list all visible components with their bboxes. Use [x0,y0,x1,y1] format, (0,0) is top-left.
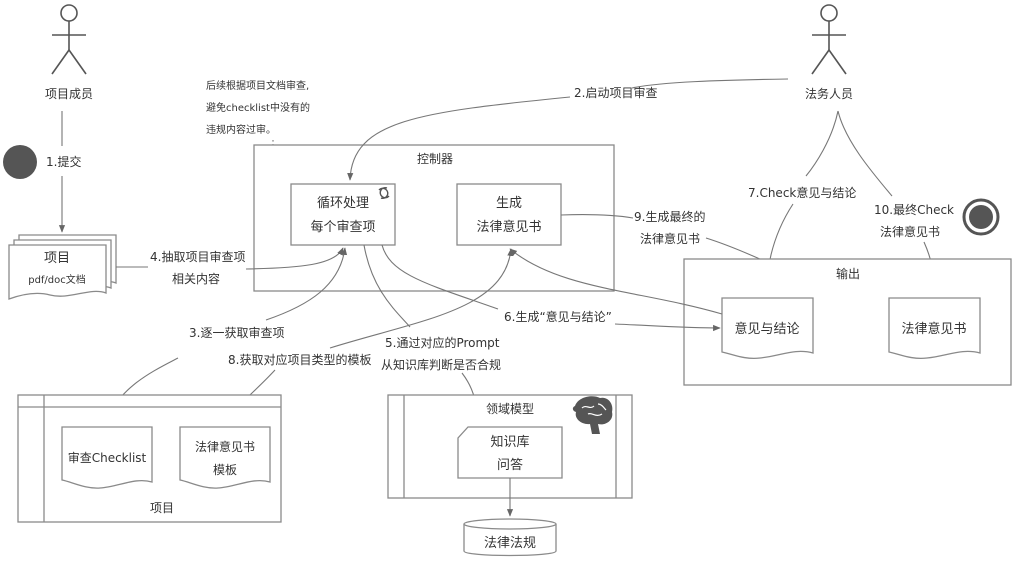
project-container-title: 项目 [150,501,174,515]
db-label: 法律法规 [484,536,536,551]
knowledge-base-box[interactable]: 知识库 问答 [457,426,563,479]
actor-head [60,4,78,22]
note-line-1: 后续根据项目文档审查, [206,79,309,92]
generate-box-rect [456,183,562,246]
loop-box-line-1: 循环处理 [317,196,369,211]
step-4-label-2: 相关内容 [172,271,220,286]
edge-prompt-a [363,244,411,328]
edge-generate-opinion-a [381,244,499,310]
step-10-label-2: 法律意见书 [880,224,940,239]
project-document[interactable]: 项目 pdf/doc文档 [8,234,117,300]
opinion-doc-label: 意见与结论 [734,321,799,337]
db-top [463,518,557,530]
template-doc[interactable]: 法律意见书 模板 [179,426,271,489]
template-doc-line-1: 法律意见书 [195,439,255,454]
opinion-doc-shape [721,297,814,360]
step-3-label: 3.逐一获取审查项 [189,325,284,340]
actor-head [820,4,838,22]
legal-opinion-doc[interactable]: 法律意见书 [888,297,981,360]
legal-opinion-doc-shape [888,297,981,360]
edge-final-opinion-a [560,214,634,219]
actor-leg-left [811,49,830,75]
step-10-label-1: 10.最终Check [874,202,954,217]
generate-box-line-2: 法律意见书 [476,219,541,235]
template-doc-line-2: 模板 [213,463,237,477]
output-title: 输出 [836,266,860,281]
actor-legal-staff[interactable]: 法务人员 [805,4,853,101]
checklist-doc-label: 审查Checklist [68,450,147,465]
refresh-icon [378,186,390,200]
loop-box-line-2: 每个审查项 [310,219,375,235]
actor-leg-right [68,49,87,75]
actor-legal-staff-label: 法务人员 [805,86,853,101]
step-7-label: 7.Check意见与结论 [748,185,856,200]
step-9-label-2: 法律意见书 [640,231,700,246]
edge-final-check-a [837,110,893,197]
project-doc-title: 项目 [44,251,70,266]
edge-start-review-a [631,78,789,89]
doc-layer-front [8,244,107,300]
brain-icon [572,396,613,434]
step-5-label-2: 从知识库判断是否合规 [381,357,501,372]
edge-check-opinion-a [805,110,839,177]
actor-leg-right [828,49,847,75]
note-line-3: 违规内容过审。 [206,123,276,136]
domain-model-title: 领域模型 [486,402,534,416]
step-8-label: 8.获取对应项目类型的模板 [228,352,371,367]
note-line-2: 避免checklist中没有的 [206,101,310,114]
loop-box-rect [290,183,396,246]
step-5-label-1: 5.通过对应的Prompt [385,335,500,350]
template-doc-shape [179,426,271,489]
actor-leg-left [51,49,70,75]
loop-process-box[interactable]: 循环处理 每个审查项 [290,183,396,246]
actor-project-member[interactable]: 项目成员 [45,4,93,101]
kb-box-line-1: 知识库 [490,434,529,450]
actor-project-member-label: 项目成员 [45,87,93,101]
edge-opinion-to-generate [509,248,723,315]
checklist-doc[interactable]: 审查Checklist [61,426,153,489]
law-database[interactable]: 法律法规 [463,518,557,557]
step-6-label: 6.生成“意见与结论” [504,309,612,324]
generate-opinion-box[interactable]: 生成 法律意见书 [456,183,562,246]
edge-extract [245,247,344,270]
db-body [463,524,557,557]
opinion-conclusion-doc[interactable]: 意见与结论 [721,297,814,360]
step-4-label-1: 4.抽取项目审查项 [150,249,245,264]
start-node [3,145,37,179]
end-node [962,198,1000,236]
step-9-label-1: 9.生成最终的 [634,209,705,224]
step-1-label: 1.提交 [46,154,81,169]
project-doc-subtitle: pdf/doc文档 [28,273,86,286]
generate-box-line-1: 生成 [496,196,522,211]
edge-start-review [347,96,571,181]
legal-opinion-doc-label: 法律意见书 [901,321,966,337]
edge-get-template [329,248,514,349]
kb-box-line-2: 问答 [497,457,523,473]
edge-get-items [265,247,348,321]
step-2-label: 2.启动项目审查 [574,85,657,100]
checklist-doc-shape [61,426,153,489]
controller-title: 控制器 [417,152,453,166]
edge-generate-opinion [614,323,721,332]
